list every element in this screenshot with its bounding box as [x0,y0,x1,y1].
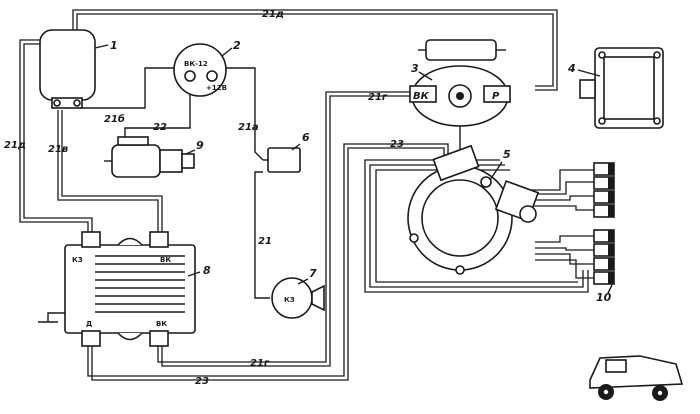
component-numbers: 1 2 3 4 5 6 7 8 9 10 [94,39,613,304]
single-wires [38,67,461,323]
label-wire-21d-top: 21д [262,9,284,20]
wire-bundle-23 [87,143,449,381]
coil-terminal-r: Р [492,91,500,102]
cooling-fins [95,255,185,313]
wire-bundle-21g [157,91,410,367]
commutator-box [579,47,664,129]
label-wire-21g-top: 21г [368,92,388,103]
label-wire-21b: 21б [104,113,125,125]
label-wire-21: 21 [258,236,272,247]
label-component-8: 8 [203,264,211,277]
label-component-5: 5 [503,148,511,161]
label-component-9: 9 [196,139,204,152]
label-component-2: 2 [233,39,241,52]
additional-resistor [263,147,301,173]
ignition-switch: ВК-12 +12В [173,43,227,97]
label-wire-23-bottom: 23 [195,376,209,387]
label-wire-22: 22 [153,122,167,133]
label-wire-21d-left: 21д [4,140,26,151]
transistor-switch-unit: КЗ ВК Д ВК [64,231,196,347]
sensor-bundle [364,159,594,293]
wire-bundle-21v [57,110,163,234]
short-circuit-lamp: КЗ [271,277,325,319]
lamp-terminal-kz: КЗ [284,296,295,304]
label-component-6: 6 [302,131,310,144]
ignition-coil: ВК Р [409,39,511,127]
distributor [407,144,540,275]
unit-terminal-kz: КЗ [72,256,83,264]
label-component-7: 7 [309,267,317,280]
spark-plug-connectors [593,162,615,285]
label-wire-23-top: 23 [390,139,404,150]
switch-terminal-vk12: ВК-12 [184,60,208,68]
label-component-10: 10 [596,291,612,304]
unit-terminal-vk-top: ВК [160,256,171,264]
truck-icon [589,355,684,401]
switch-terminal-12v: +12В [206,84,227,92]
coil-terminal-vk: ВК [413,91,430,102]
unit-terminal-d: Д [86,320,92,328]
label-wire-21g-bottom: 21г [250,358,270,369]
label-component-4: 4 [567,62,576,75]
wire-labels: 21д 21д 21б 21в 21а 21 21г 21г 22 23 23 [4,9,404,387]
label-wire-21a: 21а [238,122,259,133]
starter-motor [104,136,195,178]
label-wire-21v: 21в [48,144,68,155]
label-component-1: 1 [110,39,118,52]
label-component-3: 3 [411,62,419,75]
relay-regulator [39,29,96,109]
wire-bundle-21d [19,9,558,234]
unit-terminal-vk-bottom: ВК [156,320,167,328]
